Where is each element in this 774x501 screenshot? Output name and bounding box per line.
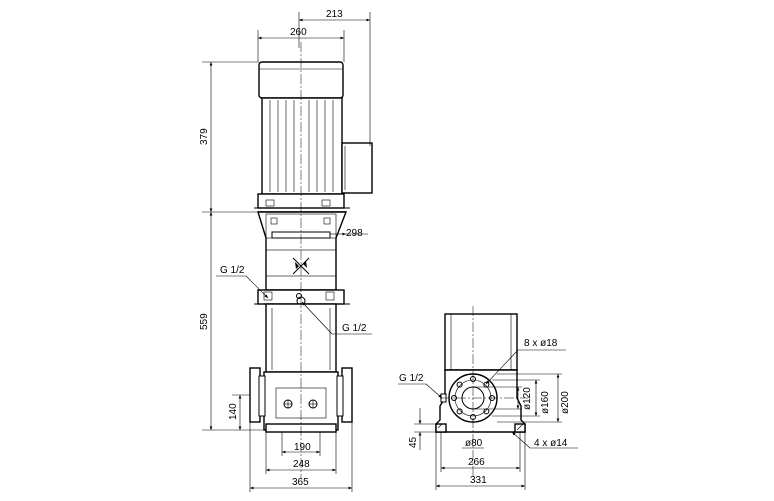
dim-365: 365	[292, 477, 309, 488]
dim-379: 379	[199, 128, 210, 145]
callout-g-side: G 1/2	[399, 373, 424, 384]
side-view	[435, 306, 528, 478]
callout-g-upper: G 1/2	[220, 265, 245, 276]
dim-190: 190	[294, 442, 311, 453]
dim-d120: ø120	[522, 387, 533, 410]
dim-559: 559	[199, 313, 210, 330]
dim-4xd14: 4 x ø14	[534, 438, 568, 449]
motor	[254, 61, 373, 213]
front-dimensions: 213 260 379 298 559 140 190 248	[199, 9, 372, 492]
dim-8xd18: 8 x ø18	[524, 338, 558, 349]
front-view	[249, 42, 373, 478]
side-dimensions: 8 x ø18 G 1/2 ø120 ø160 ø200 45 ø80 4 x	[398, 338, 578, 490]
dim-d200: ø200	[560, 391, 571, 414]
callout-g-lower: G 1/2	[342, 323, 367, 334]
dim-248: 248	[293, 459, 310, 470]
dim-213: 213	[326, 9, 343, 20]
dim-d160: ø160	[540, 391, 551, 414]
dim-d80: ø80	[465, 438, 483, 449]
coupling-adapter	[254, 211, 350, 306]
dim-266: 266	[468, 457, 485, 468]
dim-298: 298	[346, 228, 363, 239]
dim-45: 45	[408, 436, 419, 448]
dim-331: 331	[470, 475, 487, 486]
dim-260: 260	[290, 27, 307, 38]
dim-140: 140	[228, 403, 239, 420]
